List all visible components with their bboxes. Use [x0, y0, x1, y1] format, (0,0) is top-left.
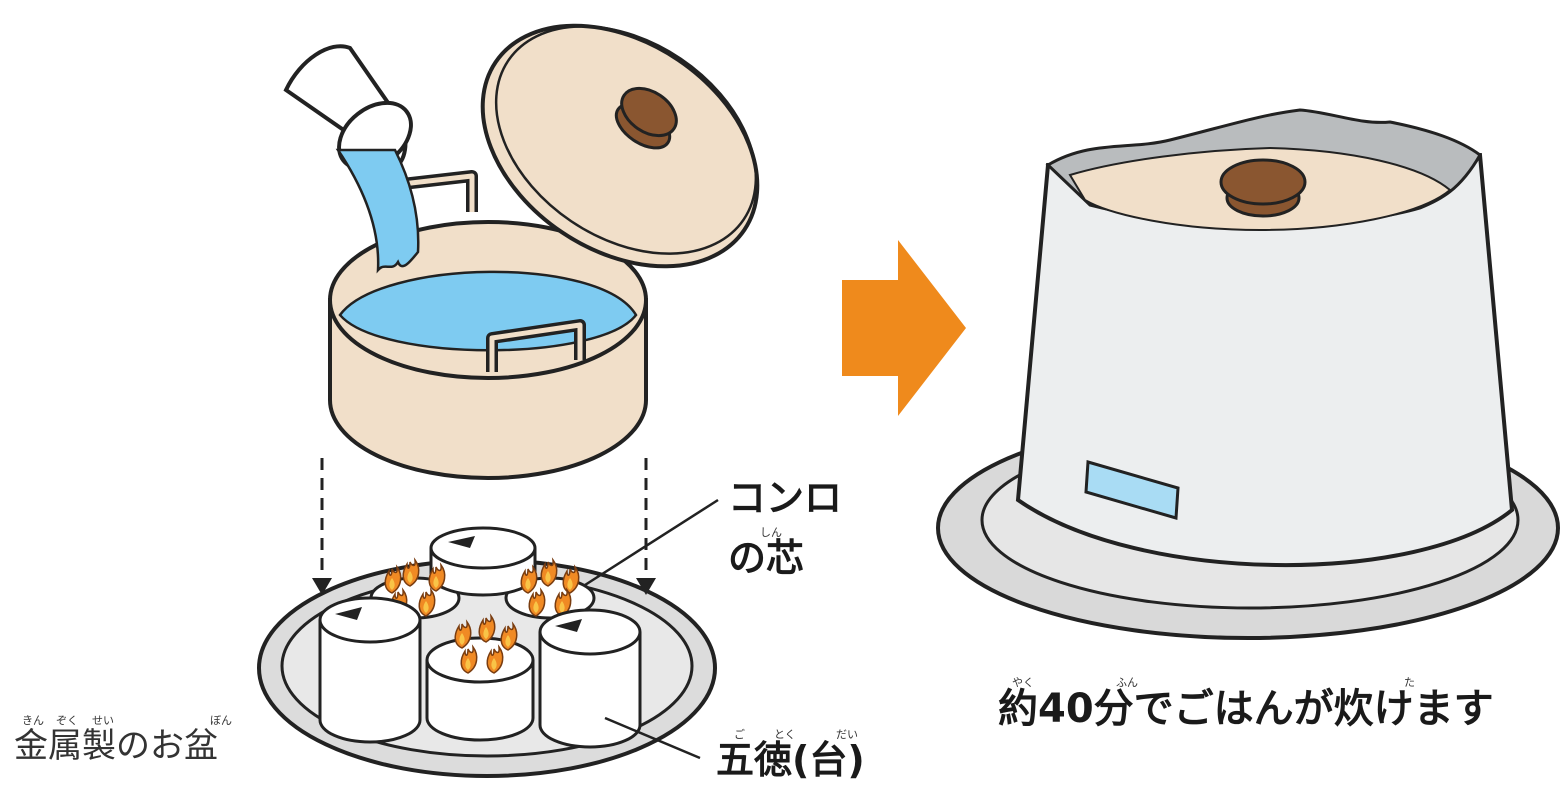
leader-line-trivet: [604, 716, 701, 760]
tray-ruby-4: ぼん: [210, 714, 232, 727]
pot-lid: [480, 23, 760, 269]
leader-line-stove-core: [584, 498, 719, 587]
result-caption: 約40分でごはんが炊けます: [998, 686, 1494, 732]
trivet-leg-right: [538, 608, 642, 749]
trivet-label: 五徳(台): [716, 738, 865, 782]
window-slot: [1084, 460, 1180, 520]
next-step-arrow: [842, 240, 966, 416]
trivet-leg-back: [429, 526, 537, 597]
tray-ruby-3: せい: [92, 714, 114, 727]
tray-label: 金属製のお盆: [14, 726, 218, 766]
result-ruby-3: た: [1404, 676, 1415, 689]
trivet-ruby-2: とく: [774, 728, 796, 741]
tray-ruby-2: ぞく: [56, 714, 78, 727]
trivet-ruby-1: ご: [734, 728, 745, 741]
stove-core-ruby: しん: [760, 526, 782, 539]
placement-guides: [320, 458, 648, 580]
tray-ruby-1: きん: [22, 714, 44, 727]
stove-core-center: [425, 636, 535, 742]
paper-cover: [1015, 108, 1515, 567]
trivet-leg-left: [318, 596, 422, 744]
trivet-ruby-3: だい: [836, 728, 858, 741]
stove-core-label-line1: コンロ: [728, 476, 843, 520]
result-ruby-1: やく: [1012, 676, 1034, 689]
guide-arrow-left: [312, 578, 332, 595]
pouring-water: [335, 148, 420, 274]
stove-core-label-line2: の芯: [728, 536, 805, 580]
guide-arrow-right: [636, 578, 656, 595]
result-ruby-2: ふん: [1116, 676, 1138, 689]
